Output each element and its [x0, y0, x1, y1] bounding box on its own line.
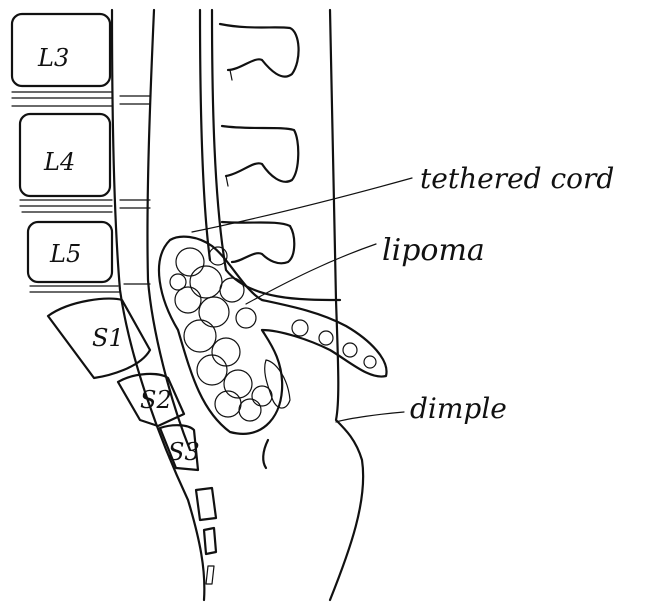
label-dimple: dimple: [410, 392, 507, 425]
label-lipoma: lipoma: [382, 233, 485, 268]
vertebra-s1-label: S1: [92, 324, 124, 352]
vertebra-s2: S2: [118, 374, 184, 426]
spinal-canal: [112, 10, 340, 600]
vertebra-l5-label: L5: [49, 240, 81, 268]
skin-contour: [330, 10, 363, 600]
lipoma-mass: [159, 237, 387, 468]
vertebra-s3-label: S3: [168, 438, 200, 466]
vertebra-l5: L5: [28, 222, 112, 282]
vertebra-l3: L3: [12, 14, 110, 86]
vertebra-l3-label: L3: [37, 44, 69, 72]
label-tethered-cord: tethered cord: [420, 162, 614, 195]
coccyx-segments: [196, 488, 216, 584]
vertebra-s1: S1: [48, 299, 150, 378]
vertebra-l4-label: L4: [43, 148, 75, 176]
vertebra-l4: L4: [20, 114, 110, 196]
posterior-elements: [220, 24, 299, 263]
